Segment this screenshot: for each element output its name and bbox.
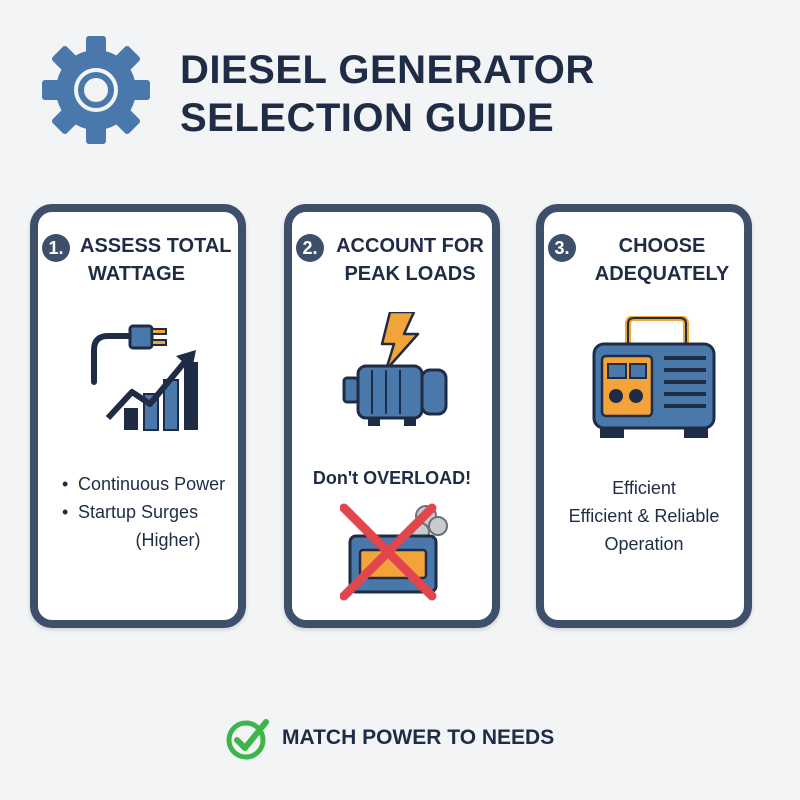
outcome-text: Efficient Efficient & Reliable Operation [544,474,744,558]
bullet-list: Continuous Power Startup Surges (Higher) [58,470,238,554]
outcome-line-2: Efficient & Reliable [568,506,720,526]
plug-growth-chart-icon [91,324,198,431]
title-line-1: DIESEL GENERATOR [180,48,595,92]
step-number-badge: 2. [296,234,324,262]
step-title-line-1: ACCOUNT FOR [336,235,484,257]
step-card-assess-wattage: 1. ASSESS TOTAL WATTAGE Continuous Power… [30,204,246,628]
bullet-startup-surges: Startup Surges [58,498,238,526]
outcome-line-1: Efficient [612,478,676,498]
step-number-badge: 1. [42,234,70,262]
step-title: ACCOUNT FOR PEAK LOADS [332,232,488,288]
step-card-choose-adequately: 3. CHOOSE ADEQUATELY Efficient Efficient… [536,204,752,628]
bullet-surge-note: (Higher) [135,530,201,550]
footer-text: MATCH POWER TO NEEDS [282,726,555,749]
step-title-line-2: WATTAGE [88,263,186,285]
step-header: 2. ACCOUNT FOR PEAK LOADS [292,232,492,298]
step-header: 1. ASSESS TOTAL WATTAGE [38,232,238,298]
overload-warning: Don't OVERLOAD! [312,468,472,488]
step-number-badge: 3. [548,234,576,262]
title-line-2: SELECTION GUIDE [180,96,555,140]
step-title: CHOOSE ADEQUATELY [584,232,740,288]
step-header: 3. CHOOSE ADEQUATELY [544,232,744,298]
footer-callout: MATCH POWER TO NEEDS [226,716,586,764]
step-title-line-1: CHOOSE [618,235,706,257]
step-title-line-1: ASSESS TOTAL [80,235,232,257]
gear-icon [42,36,150,144]
checkmark-circle-icon [226,719,269,760]
generator-icon [592,316,716,438]
motor-lightning-icon [342,312,448,426]
overloaded-generator-icon [340,503,448,601]
header: DIESEL GENERATOR SELECTION GUIDE [40,34,760,154]
bullet-continuous-power: Continuous Power [58,470,238,498]
page-title: DIESEL GENERATOR SELECTION GUIDE [180,46,595,142]
step-title-line-2: ADEQUATELY [594,263,730,285]
outcome-line-3: Operation [604,534,684,554]
step-title-line-2: PEAK LOADS [344,263,476,285]
step-card-peak-loads: 2. ACCOUNT FOR PEAK LOADS Don't OVERLOAD… [284,204,500,628]
step-title: ASSESS TOTAL WATTAGE [80,232,236,288]
